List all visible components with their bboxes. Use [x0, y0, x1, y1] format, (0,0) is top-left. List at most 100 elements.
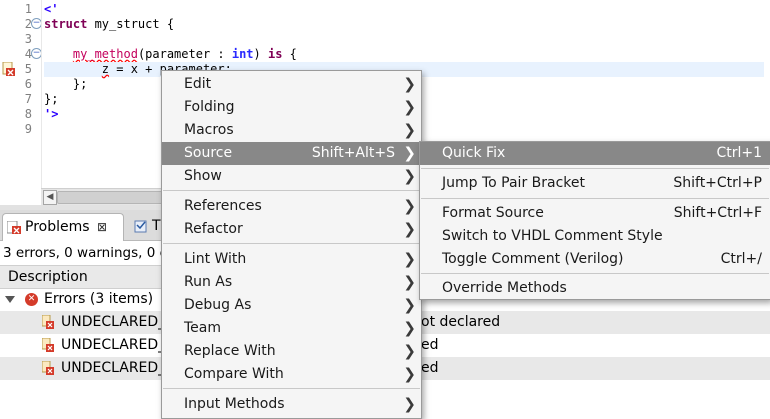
submenu-arrow-icon: ❯: [403, 319, 416, 337]
menu-separator: [163, 243, 420, 244]
problem-description-tail: ed: [421, 360, 439, 376]
error-file-icon: [42, 361, 54, 375]
line-number: 4: [24, 47, 32, 61]
table-row[interactable]: UNDECLARED_ ed: [0, 334, 770, 357]
menu-item-label: Override Methods: [442, 280, 567, 296]
line-number: 7: [24, 92, 32, 106]
menu-item-label: Format Source: [442, 205, 544, 221]
code-method-name: my_method: [72, 47, 138, 61]
menu-item-label: Switch to VHDL Comment Style: [442, 228, 663, 244]
menu-separator: [421, 273, 769, 274]
submenu-arrow-icon: ❯: [403, 395, 416, 413]
menu-item-label: Quick Fix: [442, 145, 506, 161]
menu-item-label: Macros: [184, 122, 234, 138]
menu-item-debug-as[interactable]: Debug As ❯: [162, 294, 421, 317]
menu-separator: [421, 168, 769, 169]
gutter-divider: [41, 0, 42, 188]
menu-item-switch-to-vhdl-comment-style[interactable]: Switch to VHDL Comment Style: [420, 225, 770, 248]
tasks-icon: [134, 220, 147, 233]
submenu-arrow-icon: ❯: [403, 273, 416, 291]
menu-item-label: Debug As: [184, 297, 252, 313]
menu-item-replace-with[interactable]: Replace With❯: [162, 340, 421, 363]
code-token: <': [44, 2, 59, 16]
menu-item-label: Input Methods: [184, 396, 285, 412]
menu-item-lint-with[interactable]: Lint With❯: [162, 248, 421, 271]
line-number: 6: [24, 77, 32, 91]
menu-item-show[interactable]: Show ❯: [162, 165, 421, 188]
code-indent: [44, 62, 102, 76]
menu-item-label: Compare With: [184, 366, 284, 382]
code-token: '>: [44, 107, 59, 121]
line-number: 1: [24, 2, 32, 16]
menu-item-shortcut: Shift+Alt+S: [311, 145, 395, 161]
menu-separator: [421, 198, 769, 199]
submenu-arrow-icon: ❯: [403, 121, 416, 139]
error-icon: ✕: [25, 293, 38, 306]
line-number: 2: [24, 17, 32, 31]
code-token: };: [44, 77, 88, 91]
code-token: ): [253, 47, 268, 61]
menu-item-shortcut: Shift+Ctrl+F: [673, 205, 762, 221]
expand-icon[interactable]: [5, 296, 15, 303]
submenu-arrow-icon: ❯: [403, 75, 416, 93]
menu-item-label: Folding: [184, 99, 235, 115]
menu-separator: [163, 388, 420, 389]
scroll-left-icon[interactable]: ◀: [43, 190, 57, 205]
menu-item-references[interactable]: References ❯: [162, 195, 421, 218]
menu-item-label: Team: [184, 320, 222, 336]
submenu-arrow-icon: ❯: [403, 296, 416, 314]
menu-item-shortcut: Ctrl+1: [716, 145, 762, 161]
menu-item-team[interactable]: Team ❯: [162, 317, 421, 340]
close-icon[interactable]: ⊠: [97, 220, 108, 234]
problems-icon: [7, 221, 21, 234]
menu-item-label: Edit: [184, 76, 212, 92]
menu-item-shortcut: Ctrl+/: [720, 251, 762, 267]
code-token: {: [282, 47, 297, 61]
line-number-gutter: 1 2 3 4 5 6 7 8 9 − −: [0, 0, 42, 188]
line-number: 8: [24, 107, 32, 121]
menu-item-refactor[interactable]: Refactor ❯: [162, 218, 421, 241]
menu-item-toggle-comment[interactable]: Toggle Comment (Verilog)Ctrl+/: [420, 248, 770, 271]
code-indent: [44, 47, 73, 61]
submenu-arrow-icon: ❯: [403, 220, 416, 238]
error-marker-icon[interactable]: [2, 62, 15, 76]
problem-description-tail: ed: [421, 337, 439, 353]
menu-item-override-methods[interactable]: Override Methods: [420, 277, 770, 300]
menu-item-input-methods[interactable]: Input Methods ❯: [162, 393, 421, 416]
menu-item-label: Refactor: [184, 221, 243, 237]
line-number: 3: [24, 32, 32, 46]
menu-item-folding[interactable]: Folding ❯: [162, 96, 421, 119]
tree-group-errors[interactable]: ✕ Errors (3 items): [0, 288, 770, 311]
group-label: Errors (3 items): [44, 291, 154, 307]
menu-item-label: Show: [184, 168, 222, 184]
code-token: (parameter :: [137, 47, 232, 61]
menu-item-compare-with[interactable]: Compare With ❯: [162, 363, 421, 386]
submenu-arrow-icon: ❯: [403, 365, 416, 383]
menu-item-edit[interactable]: Edit ❯: [162, 73, 421, 96]
code-keyword: is: [268, 47, 283, 61]
tab-problems[interactable]: Problems ⊠: [2, 213, 124, 241]
code-token: z: [101, 62, 110, 76]
menu-item-label: Lint With: [184, 251, 247, 267]
menu-item-quick-fix[interactable]: Quick Fix Ctrl+1: [420, 142, 770, 165]
problem-description-tail: ot declared: [421, 314, 501, 330]
menu-item-run-as[interactable]: Run As❯: [162, 271, 421, 294]
tab-label: T: [152, 218, 161, 234]
menu-item-label: Jump To Pair Bracket: [442, 175, 586, 191]
problem-description: UNDECLARED_: [61, 337, 166, 353]
submenu-arrow-icon: ❯: [403, 342, 416, 360]
submenu-arrow-icon: ❯: [403, 197, 416, 215]
submenu-arrow-icon: ❯: [403, 167, 416, 185]
submenu-arrow-icon: ❯: [403, 98, 416, 116]
menu-item-label: References: [184, 198, 262, 214]
code-keyword: struct: [44, 17, 88, 31]
menu-item-format-source[interactable]: Format Source Shift+Ctrl+F: [420, 202, 770, 225]
menu-item-macros[interactable]: Macros ❯: [162, 119, 421, 142]
line-number: 5: [24, 62, 32, 76]
column-description[interactable]: Description: [8, 269, 88, 285]
error-file-icon: [42, 338, 54, 352]
